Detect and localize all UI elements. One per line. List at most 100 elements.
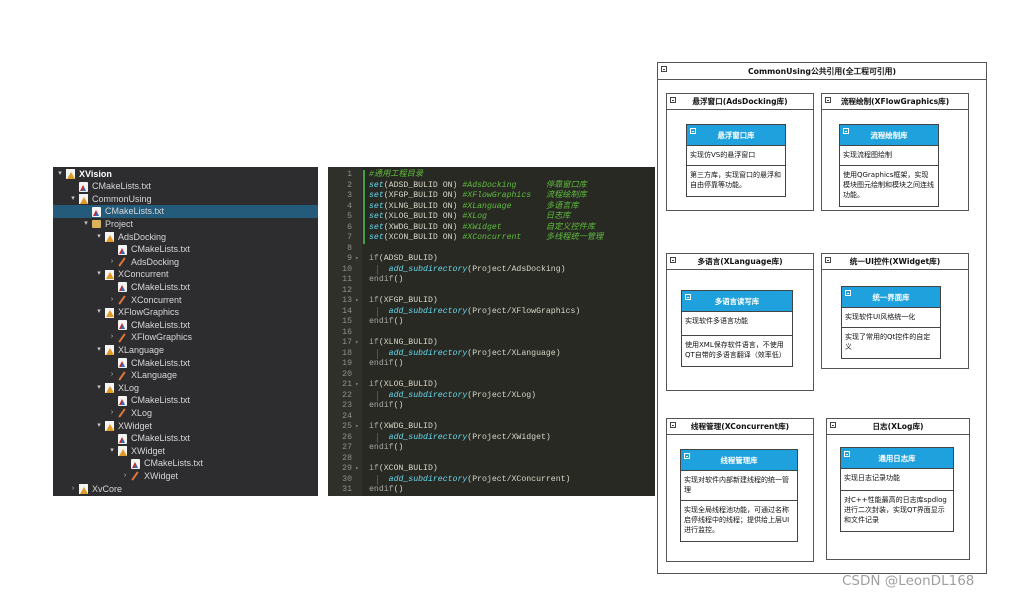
tree-item[interactable]: ▾XVision <box>53 168 318 181</box>
code-line[interactable]: 10 add_subdirectory(Project/AdsDocking) <box>328 265 655 276</box>
code-line[interactable]: 13▾if(XFGP_BULID) <box>328 296 655 307</box>
tree-item[interactable]: ›XConcurrent <box>53 294 318 307</box>
tree-item[interactable]: ▾CommonUsing <box>53 193 318 206</box>
tree-item[interactable]: ›XLog <box>53 407 318 420</box>
code-line[interactable]: 28 <box>328 454 655 465</box>
tree-item[interactable]: ›XLanguage <box>53 369 318 382</box>
collapse-arrow-icon[interactable]: ▾ <box>71 194 75 202</box>
tree-item[interactable]: CMakeLists.txt <box>53 281 318 294</box>
tree-item[interactable]: ▾XLanguage <box>53 344 318 357</box>
tree-item[interactable]: ▾AdsDocking <box>53 231 318 244</box>
expand-arrow-icon[interactable]: › <box>110 333 114 341</box>
tree-item[interactable]: ▾XWidget <box>53 445 318 458</box>
code-line[interactable]: 1#通用工程目录 <box>328 170 655 181</box>
collapse-icon[interactable] <box>670 97 676 103</box>
code-line[interactable]: 26 add_subdirectory(Project/XWidget) <box>328 433 655 444</box>
tree-item[interactable]: ›AdsDocking <box>53 256 318 269</box>
collapse-icon[interactable] <box>843 128 849 134</box>
collapse-icon[interactable] <box>844 451 850 457</box>
collapse-arrow-icon[interactable]: ▾ <box>97 421 101 429</box>
collapse-icon[interactable] <box>685 294 691 300</box>
code-line[interactable]: 29▾if(XCON_BULID) <box>328 464 655 475</box>
code-line[interactable]: 8 <box>328 244 655 255</box>
tree-item[interactable]: CMakeLists.txt <box>53 357 318 370</box>
collapse-icon[interactable] <box>690 128 696 134</box>
fold-toggle-icon[interactable]: ▾ <box>355 255 359 262</box>
collapse-icon[interactable] <box>670 257 676 263</box>
collapse-icon[interactable] <box>670 422 676 428</box>
expand-arrow-icon[interactable]: › <box>110 257 114 265</box>
code-line[interactable]: 18 add_subdirectory(Project/XLanguage) <box>328 349 655 360</box>
expand-arrow-icon[interactable]: › <box>123 471 127 479</box>
collapse-icon[interactable] <box>825 97 831 103</box>
tree-item[interactable]: CMakeLists.txt <box>53 319 318 332</box>
code-line[interactable]: 30 add_subdirectory(Project/XConcurrent) <box>328 475 655 486</box>
expand-arrow-icon[interactable]: › <box>110 408 114 416</box>
code-line[interactable]: 25▾if(XWDG_BULID) <box>328 422 655 433</box>
collapse-icon[interactable] <box>825 257 831 263</box>
code-line[interactable]: 17▾if(XLNG_BULID) <box>328 338 655 349</box>
line-number: 20 <box>342 369 352 379</box>
line-number: 7 <box>347 233 352 242</box>
code-line[interactable]: 24 <box>328 412 655 423</box>
code-token: (XLOG_BULID ON) <box>383 212 463 221</box>
code-line[interactable]: 16 <box>328 328 655 339</box>
tree-item[interactable]: CMakeLists.txt <box>53 457 318 470</box>
tree-item[interactable]: CMakeLists.txt <box>53 394 318 407</box>
class-box-summary: 实现流程图绘制 <box>840 146 938 166</box>
tree-item[interactable]: ›XWidget <box>53 470 318 483</box>
code-line[interactable]: 20 <box>328 370 655 381</box>
tree-item[interactable]: CMakeLists.txt <box>53 180 318 193</box>
expand-arrow-icon[interactable]: › <box>71 484 75 492</box>
tree-item[interactable]: ▾XFlowGraphics <box>53 306 318 319</box>
collapse-arrow-icon[interactable]: ▾ <box>110 446 114 454</box>
fold-toggle-icon[interactable]: ▾ <box>355 297 359 304</box>
code-line[interactable]: 12 <box>328 286 655 297</box>
tree-item[interactable]: ▾XWidget <box>53 420 318 433</box>
collapse-arrow-icon[interactable]: ▾ <box>97 383 101 391</box>
expand-arrow-icon[interactable]: › <box>110 371 114 379</box>
code-token: if <box>369 296 379 305</box>
tree-item[interactable]: CMakeLists.txt <box>53 205 318 218</box>
fold-toggle-icon[interactable]: ▾ <box>355 339 359 346</box>
collapse-arrow-icon[interactable]: ▾ <box>97 345 101 353</box>
tree-item[interactable]: ▾XConcurrent <box>53 268 318 281</box>
tree-item[interactable]: ▾XLog <box>53 382 318 395</box>
collapse-icon[interactable] <box>830 422 836 428</box>
collapse-arrow-icon[interactable]: ▾ <box>84 219 88 227</box>
tree-item[interactable]: ▾Project <box>53 218 318 231</box>
tree-item[interactable]: ›XFlowGraphics <box>53 331 318 344</box>
tree-item[interactable]: ›XvCore <box>53 483 318 496</box>
collapse-arrow-icon[interactable]: ▾ <box>97 308 101 316</box>
collapse-arrow-icon[interactable]: ▾ <box>58 169 62 177</box>
collapse-icon[interactable] <box>684 453 690 459</box>
fold-toggle-icon[interactable]: ▾ <box>355 423 359 430</box>
collapse-arrow-icon[interactable]: ▾ <box>97 232 101 240</box>
code-line[interactable]: 9▾if(ADSD_BULID) <box>328 254 655 265</box>
expand-arrow-icon[interactable]: › <box>110 295 114 303</box>
code-line[interactable]: 22 add_subdirectory(Project/XLog) <box>328 391 655 402</box>
fold-toggle-icon[interactable]: ▾ <box>355 381 359 388</box>
collapse-icon[interactable] <box>845 290 851 296</box>
collapse-arrow-icon[interactable]: ▾ <box>97 270 101 278</box>
fold-toggle-icon[interactable]: ▾ <box>355 465 359 472</box>
tree-item[interactable]: CMakeLists.txt <box>53 243 318 256</box>
code-line[interactable]: 14 add_subdirectory(Project/XFlowGraphic… <box>328 307 655 318</box>
code-line[interactable]: 21▾if(XLOG_BULID) <box>328 380 655 391</box>
tree-item[interactable]: CMakeLists.txt <box>53 432 318 445</box>
collapse-icon[interactable] <box>661 66 667 72</box>
